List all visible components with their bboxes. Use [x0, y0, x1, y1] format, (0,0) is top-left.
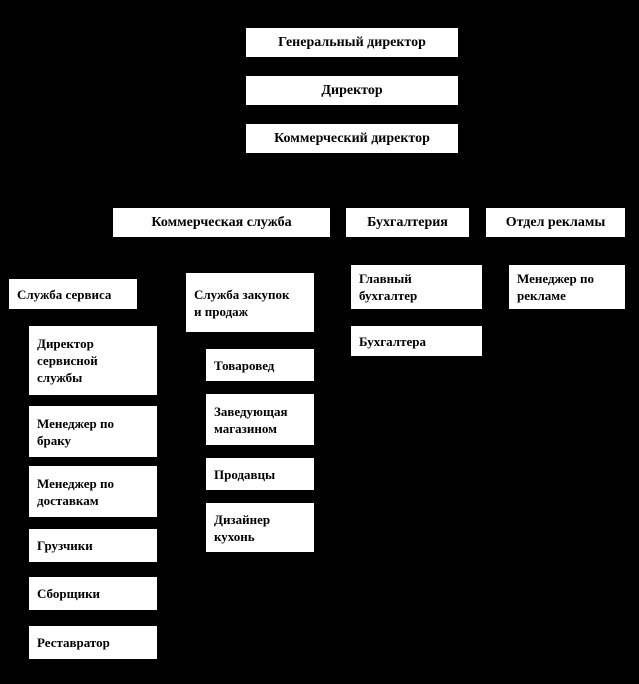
node-chief-accountant: Главный бухгалтер: [350, 264, 483, 310]
node-restorer: Реставратор: [28, 625, 158, 660]
node-accountants: Бухгалтера: [350, 325, 483, 357]
node-loaders: Грузчики: [28, 528, 158, 563]
node-delivery-manager: Менеджер по доставкам: [28, 465, 158, 518]
node-assemblers: Сборщики: [28, 576, 158, 611]
node-service-director: Директор сервисной службы: [28, 325, 158, 396]
node-commercial-service: Коммерческая служба: [112, 207, 331, 238]
node-service-department: Служба сервиса: [8, 278, 138, 310]
node-ad-manager: Менеджер по рекламе: [508, 264, 626, 310]
node-merchandiser: Товаровед: [205, 348, 315, 382]
node-defect-manager: Менеджер по браку: [28, 405, 158, 458]
node-commercial-director: Коммерческий директор: [245, 123, 459, 154]
node-purchasing-sales: Служба закупок и продаж: [185, 272, 315, 333]
node-director: Директор: [245, 75, 459, 106]
node-kitchen-designer: Дизайнер кухонь: [205, 502, 315, 553]
node-ad-department: Отдел рекламы: [485, 207, 626, 238]
node-accounting: Бухгалтерия: [345, 207, 470, 238]
node-sellers: Продавцы: [205, 457, 315, 491]
node-general-director: Генеральный директор: [245, 27, 459, 58]
node-store-manager: Заведующая магазином: [205, 393, 315, 446]
